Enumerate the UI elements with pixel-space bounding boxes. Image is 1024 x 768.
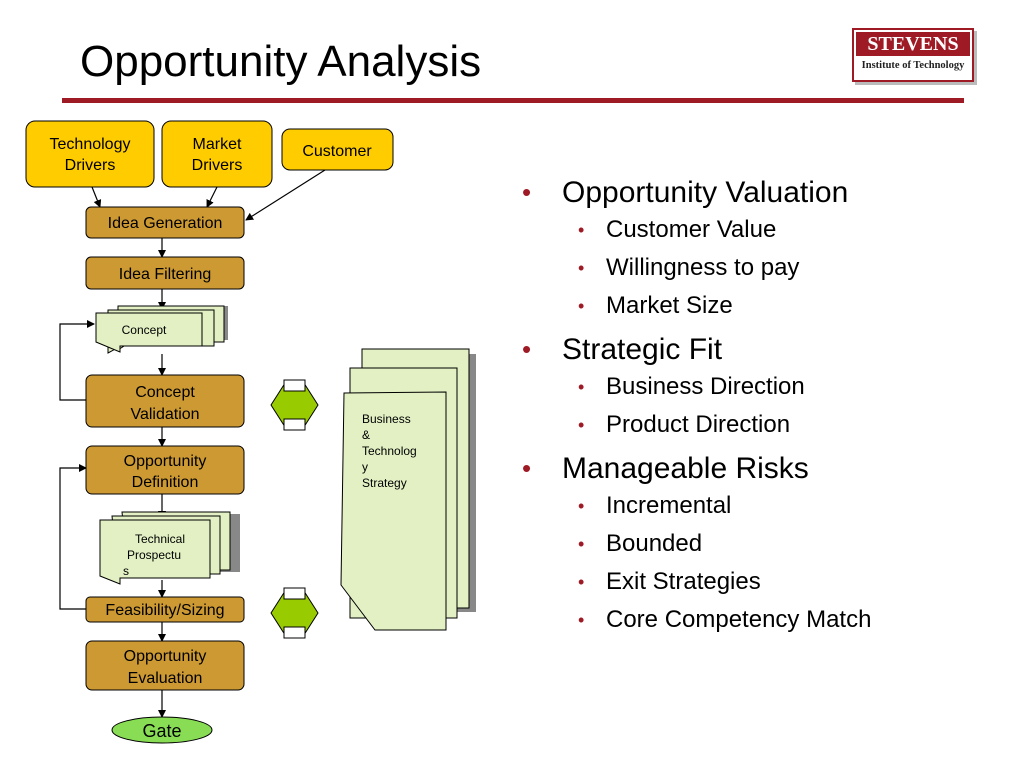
- concept-document-stack: Concept: [95, 305, 228, 354]
- concept-validation-box: Concept Validation: [85, 374, 245, 428]
- idea-generation-box: Idea Generation: [85, 206, 245, 239]
- strategy-doc-line2: &: [362, 428, 370, 442]
- concept-document-label: Concept: [122, 323, 167, 337]
- sub-bullet-core-competency-match: Core Competency Match: [522, 601, 982, 639]
- sub-bullet-bounded: Bounded: [522, 525, 982, 563]
- sub-bullet-market-size: Market Size: [522, 287, 982, 325]
- title-divider: [62, 98, 964, 103]
- slide-title: Opportunity Analysis: [80, 37, 482, 86]
- sub-bullet-exit-strategies: Exit Strategies: [522, 563, 982, 601]
- technical-prospectus-line1: Technical: [135, 532, 185, 546]
- market-drivers-box: Market Drivers: [161, 120, 273, 188]
- gate-label: Gate: [142, 721, 181, 741]
- double-arrow-validation-icon: [270, 379, 319, 431]
- sub-bullet-incremental: Incremental: [522, 487, 982, 525]
- technical-prospectus-stack: Technical Prospectu s: [99, 511, 240, 585]
- opportunity-definition-line2: Definition: [132, 474, 199, 491]
- idea-filtering-box: Idea Filtering: [85, 256, 245, 290]
- double-arrow-feasibility-icon: [270, 587, 319, 639]
- logo-subtitle: Institute of Technology: [861, 60, 965, 71]
- stevens-logo: STEVENS Institute of Technology: [852, 28, 974, 82]
- opportunity-definition-line1: Opportunity: [124, 453, 207, 470]
- bullet-list: Opportunity Valuation Customer Value Wil…: [522, 168, 982, 639]
- arrow-market-to-idea: [206, 186, 218, 208]
- technology-drivers-line2: Drivers: [65, 157, 116, 174]
- feasibility-sizing-label: Feasibility/Sizing: [105, 602, 224, 619]
- strategy-document-stack: Business & Technolog y Strategy: [340, 348, 476, 631]
- sub-bullet-willingness-to-pay: Willingness to pay: [522, 249, 982, 287]
- technology-drivers-box: Technology Drivers: [25, 120, 155, 188]
- strategy-doc-line3: Technolog: [362, 444, 417, 458]
- idea-filtering-label: Idea Filtering: [119, 266, 212, 283]
- loop-feasibility-to-definition: [59, 464, 87, 610]
- loop-validation-to-concept: [59, 320, 95, 401]
- strategy-doc-line4: y: [362, 460, 368, 474]
- concept-validation-line2: Validation: [130, 406, 199, 423]
- opportunity-evaluation-line2: Evaluation: [128, 670, 203, 687]
- opportunity-definition-box: Opportunity Definition: [85, 445, 245, 495]
- customer-label: Customer: [302, 143, 372, 160]
- market-drivers-line1: Market: [193, 136, 242, 153]
- opportunity-evaluation-box: Opportunity Evaluation: [85, 640, 245, 691]
- customer-box: Customer: [281, 128, 394, 171]
- sub-bullet-customer-value: Customer Value: [522, 211, 982, 249]
- logo-name: STEVENS: [856, 32, 970, 56]
- bullet-manageable-risks: Manageable Risks: [522, 450, 982, 487]
- strategy-doc-line1: Business: [362, 412, 411, 426]
- strategy-doc-line5: Strategy: [362, 476, 407, 490]
- technical-prospectus-line3: s: [123, 564, 129, 578]
- sub-bullet-business-direction: Business Direction: [522, 368, 982, 406]
- concept-validation-line1: Concept: [135, 384, 195, 401]
- arrow-tech-to-idea: [91, 186, 102, 208]
- technical-prospectus-line2: Prospectu: [127, 548, 181, 562]
- bullet-opportunity-valuation: Opportunity Valuation: [522, 174, 982, 211]
- arrow-customer-to-idea: [245, 169, 326, 221]
- gate-oval: Gate: [111, 716, 213, 744]
- technology-drivers-line1: Technology: [50, 136, 131, 153]
- idea-generation-label: Idea Generation: [108, 215, 223, 232]
- market-drivers-line2: Drivers: [192, 157, 243, 174]
- bullet-strategic-fit: Strategic Fit: [522, 331, 982, 368]
- feasibility-sizing-box: Feasibility/Sizing: [85, 596, 245, 623]
- sub-bullet-product-direction: Product Direction: [522, 406, 982, 444]
- opportunity-evaluation-line1: Opportunity: [124, 648, 207, 665]
